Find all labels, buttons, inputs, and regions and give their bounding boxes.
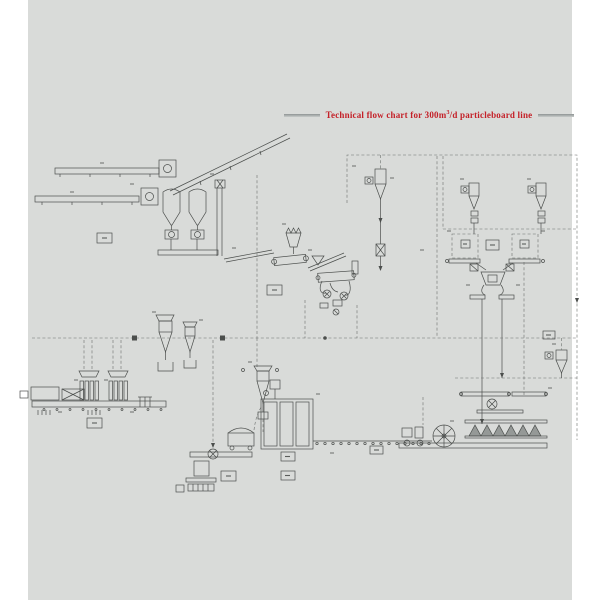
vibrating-sifter bbox=[285, 227, 302, 254]
equipment-number-tags bbox=[58, 162, 556, 454]
dosing-bin-1 bbox=[451, 233, 479, 259]
drum-chipper-1 bbox=[158, 159, 177, 178]
glue-dosing-pumps bbox=[469, 263, 515, 272]
oversize-return-conveyor bbox=[307, 252, 347, 272]
forming-belt-conveyor bbox=[31, 400, 167, 411]
dust-cyclone-1 bbox=[155, 314, 175, 372]
dosing-screw-1 bbox=[445, 258, 487, 271]
hot-press bbox=[260, 379, 314, 450]
bucket-elevator bbox=[214, 179, 226, 256]
rotary-valve bbox=[375, 243, 386, 271]
flake-silo-2 bbox=[188, 188, 207, 230]
inclined-belt-conveyor bbox=[169, 133, 291, 196]
energy-plant-fans bbox=[319, 280, 351, 316]
flake-mill-1 bbox=[164, 229, 179, 250]
diagram-panel bbox=[28, 0, 572, 600]
log-infeed-conveyor-1 bbox=[54, 167, 160, 177]
section-label-boxes bbox=[86, 232, 556, 482]
flake-silo-1 bbox=[162, 188, 181, 230]
flash-dryer-drum bbox=[311, 255, 359, 283]
title-rule-left bbox=[284, 113, 320, 117]
page-title: Technical flow chart for 300m3/d particl… bbox=[325, 110, 533, 120]
pneumatic-cyclone bbox=[364, 168, 387, 244]
collecting-screw-conveyor bbox=[157, 249, 219, 256]
unloader-roller-conveyor bbox=[313, 440, 432, 446]
mat-prepress bbox=[175, 451, 253, 493]
pneumatic-transport-loop bbox=[346, 154, 578, 440]
trimming-saw-line bbox=[464, 419, 548, 439]
title-bar: Technical flow chart for 300m3/d particl… bbox=[284, 110, 575, 120]
drum-chipper-2 bbox=[140, 187, 159, 206]
glue-blender bbox=[469, 271, 515, 300]
board-transfer-units bbox=[401, 397, 424, 447]
log-infeed-conveyor-2 bbox=[34, 195, 140, 205]
sifter-cyclone bbox=[241, 365, 279, 432]
tray-loader bbox=[227, 405, 263, 451]
rotary-feeder bbox=[207, 340, 219, 460]
star-cooler bbox=[432, 424, 456, 448]
forming-line-end-rollers bbox=[37, 396, 152, 415]
right-cyclone-filter-1 bbox=[460, 182, 480, 234]
main-pneumatic-bus bbox=[32, 335, 577, 341]
right-cyclone-filter-2 bbox=[527, 182, 547, 234]
screen-feed-conveyor bbox=[223, 249, 275, 263]
right-pneumatic-lines bbox=[442, 156, 579, 303]
drum-screen bbox=[271, 253, 309, 267]
title-rule-right bbox=[538, 113, 575, 117]
edge-trim-cyclone bbox=[544, 338, 568, 378]
finished-board-conveyor bbox=[398, 442, 548, 449]
mat-forming-station-2 bbox=[107, 340, 129, 401]
mat-forming-station-1 bbox=[78, 340, 100, 401]
edge-trim-conveyors bbox=[455, 377, 577, 414]
forming-infeed-block bbox=[19, 386, 85, 401]
flake-mill-2 bbox=[190, 229, 205, 250]
dust-cyclone-2 bbox=[182, 321, 198, 369]
dosing-bin-2 bbox=[511, 233, 539, 259]
